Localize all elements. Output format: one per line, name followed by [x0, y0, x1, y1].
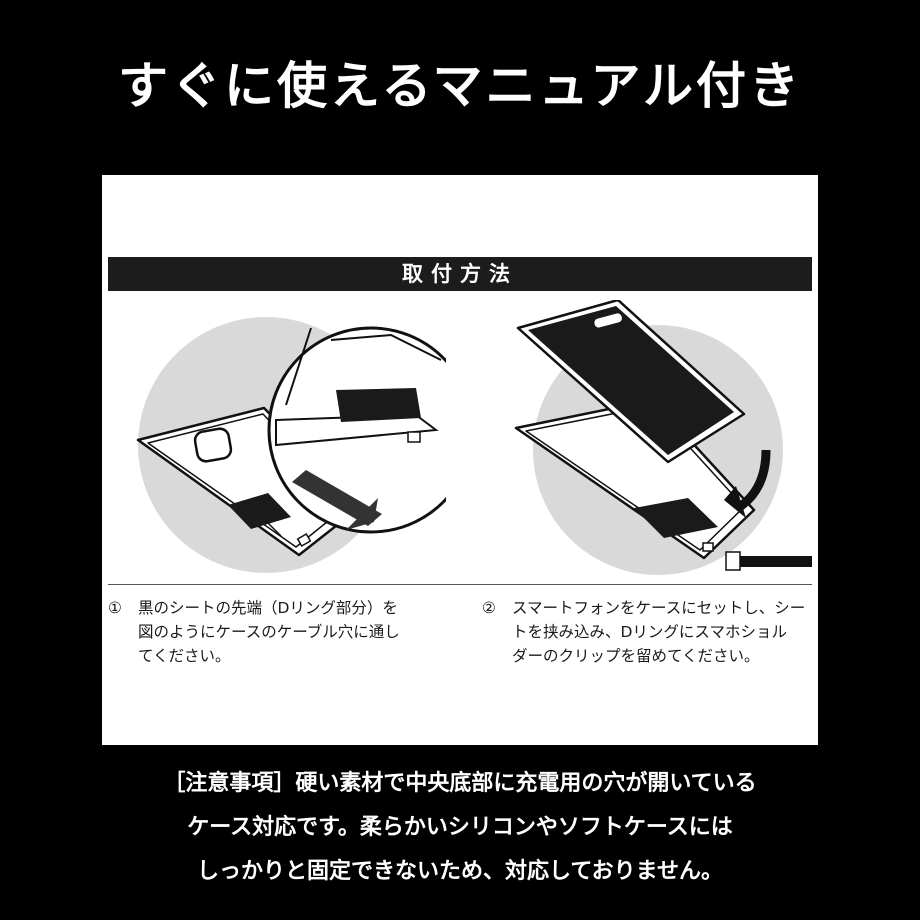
- step-2: ② スマートフォンをケースにセットし、シー トを挟み込み、Dリングにスマホショル…: [482, 596, 812, 668]
- notice-line: しっかりと固定できないため、対応しておりません。: [196, 859, 724, 884]
- step-number: ②: [482, 599, 496, 617]
- step-2-illustration: [514, 300, 812, 575]
- smartphone: [516, 300, 746, 464]
- black-sheet-detail: [336, 388, 421, 422]
- notice: ［注意事項］硬い素材で中央底部に充電用の穴が開いている ケース対応です。柔らかい…: [0, 762, 920, 894]
- camera-cutout: [193, 427, 233, 463]
- divider: [108, 584, 812, 585]
- step-text-line: 黒のシートの先端（Dリング部分）を: [138, 599, 398, 617]
- shoulder-strap: [725, 551, 812, 571]
- d-ring: [702, 542, 714, 552]
- camera-notch: [594, 313, 622, 328]
- step-number: ①: [108, 599, 122, 617]
- d-ring: [407, 431, 421, 443]
- phone-case: [136, 406, 362, 557]
- notice-line: ケース対応です。柔らかいシリコンやソフトケースには: [187, 815, 733, 840]
- step-text-line: スマートフォンをケースにセットし、シー: [512, 599, 806, 617]
- step-text-line: てください。: [138, 647, 231, 665]
- direction-arrow: [735, 449, 771, 512]
- step-1: ① 黒のシートの先端（Dリング部分）を 図のようにケースのケーブル穴に通し てく…: [108, 596, 448, 668]
- section-title: 取付方法: [108, 257, 812, 291]
- black-sheet: [228, 493, 291, 529]
- step-1-illustration: [136, 317, 446, 573]
- step-text-line: ダーのクリップを留めてください。: [512, 647, 760, 665]
- black-sheet: [634, 498, 718, 538]
- step-text-line: トを挟み込み、Dリングにスマホショル: [512, 623, 787, 641]
- step-text-line: 図のようにケースのケーブル穴に通し: [138, 623, 400, 641]
- notice-line: ［注意事項］硬い素材で中央底部に充電用の穴が開いている: [163, 771, 757, 796]
- magnified-detail: [267, 326, 446, 534]
- manual-panel: 取付方法: [102, 175, 818, 745]
- headline: すぐに使えるマニュアル付き: [118, 57, 802, 115]
- direction-arrow: [292, 470, 382, 526]
